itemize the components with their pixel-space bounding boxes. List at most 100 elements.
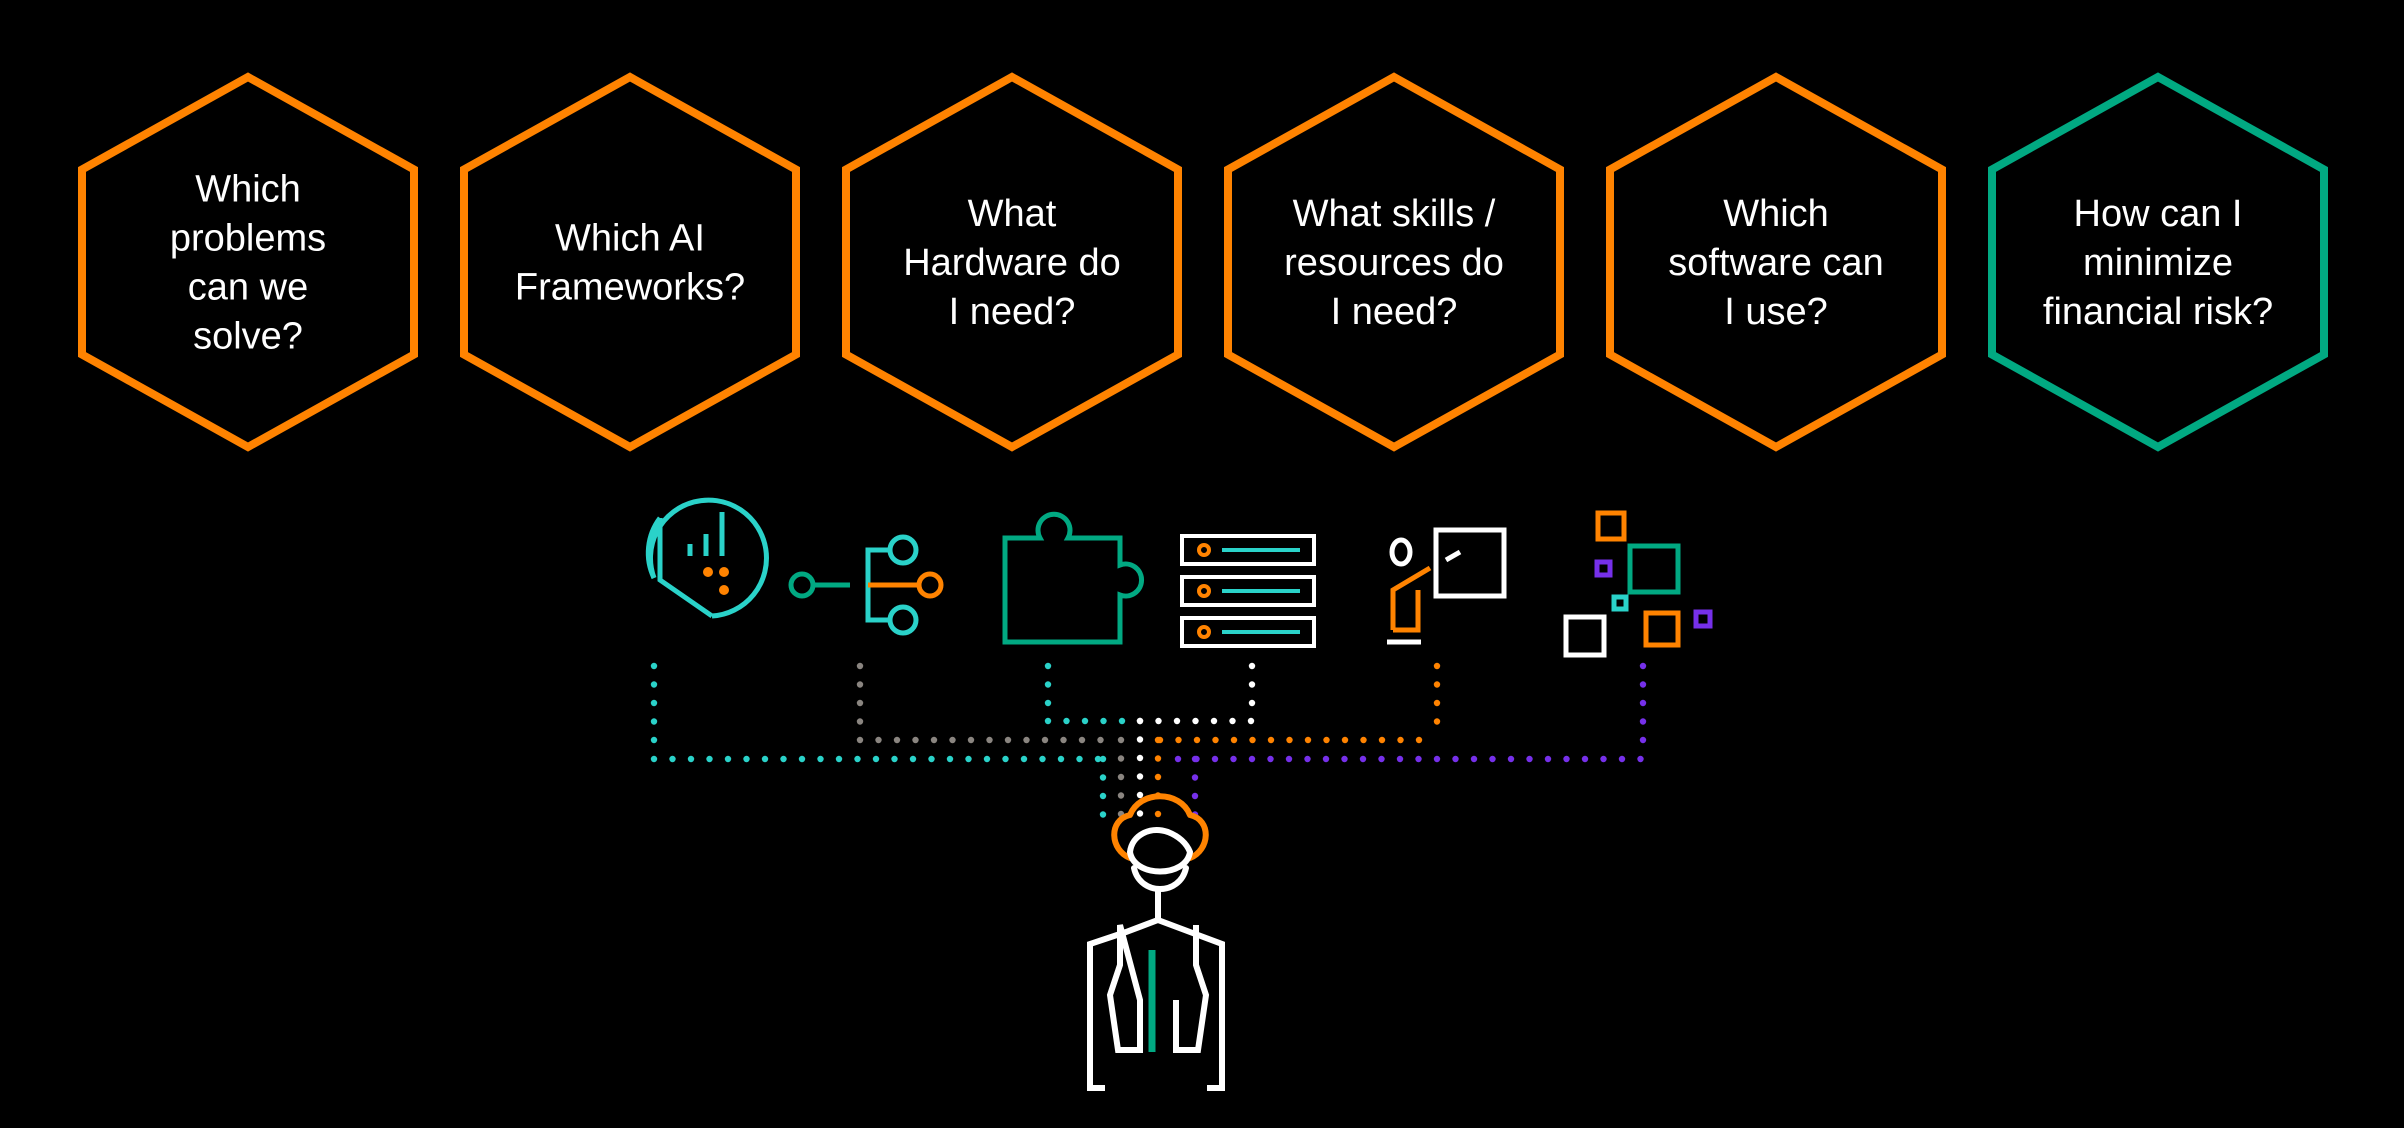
- connector-dot: [1433, 662, 1441, 670]
- connector-dot: [983, 755, 991, 763]
- connector-dot: [965, 755, 972, 763]
- connector-dot: [1023, 736, 1030, 744]
- connector-dot: [949, 736, 956, 744]
- connector-dot: [1193, 736, 1201, 744]
- question-text-line: solve?: [193, 316, 303, 358]
- connector-dot: [1097, 736, 1104, 744]
- connector-dot: [1063, 717, 1070, 725]
- question-text-line: can we: [188, 267, 308, 309]
- connector-dot: [1004, 736, 1012, 744]
- connector-dot: [856, 718, 864, 725]
- connector-dot: [1154, 773, 1162, 781]
- connector-dot: [1192, 717, 1199, 725]
- connector-dot: [1117, 792, 1125, 799]
- connector-dot: [743, 755, 750, 763]
- connector-dot: [1117, 755, 1125, 762]
- connector-dot: [986, 736, 993, 744]
- connector-dot: [1304, 736, 1312, 744]
- connector-dot: [875, 736, 882, 744]
- connector-dot: [1526, 755, 1533, 763]
- connector-dot: [1248, 662, 1256, 670]
- connector-dot: [817, 755, 824, 763]
- connector-dot: [1039, 755, 1046, 763]
- connector-dot: [1078, 736, 1086, 744]
- question-text-line: Which: [1723, 193, 1829, 235]
- connector-dot: [780, 755, 787, 763]
- connector-dot: [1173, 717, 1181, 725]
- connector-dot: [1191, 792, 1199, 800]
- connector-dot: [1639, 662, 1647, 670]
- connector-dot: [650, 718, 658, 725]
- connector-dot: [1285, 755, 1293, 763]
- pie-chart-icon: [645, 497, 769, 619]
- connector-dot: [930, 736, 938, 744]
- connector-dot: [1359, 755, 1367, 763]
- connector-dot: [724, 755, 732, 763]
- connector-dot: [1136, 754, 1144, 762]
- connector-dot: [1136, 773, 1144, 780]
- question-text-line: Hardware do: [903, 242, 1121, 284]
- connector-dot: [1452, 755, 1459, 763]
- question-text-line: Which: [195, 169, 301, 211]
- connector-dot: [1618, 755, 1626, 763]
- question-text-line: I need?: [1331, 291, 1458, 333]
- connector-dot: [1229, 717, 1236, 725]
- connector-dot: [1248, 755, 1256, 763]
- connector-dot: [1154, 755, 1162, 762]
- person-icon: [1087, 793, 1225, 1091]
- connector-dot: [928, 755, 935, 763]
- connector-dot: [1378, 736, 1386, 744]
- question-text-line: What: [968, 193, 1057, 235]
- connector-dot: [669, 755, 676, 763]
- connector-dot: [1489, 755, 1496, 763]
- connector-dot: [1639, 681, 1647, 688]
- puzzle-piece-icon: [1002, 511, 1144, 645]
- question-text-line: Frameworks?: [515, 267, 745, 309]
- hexagon-outline: [1224, 72, 1564, 452]
- connector-dot: [1175, 736, 1182, 744]
- connector-dot: [1191, 755, 1199, 763]
- connector-dot: [1341, 736, 1349, 744]
- hexagon-outline: [460, 72, 800, 452]
- connector-dot: [1044, 717, 1052, 725]
- connector-dot: [650, 699, 658, 707]
- question-text-line: How can I: [2074, 193, 2243, 235]
- presenter-icon: [1387, 527, 1507, 645]
- connector-dot: [650, 662, 658, 670]
- question-text-line: problems: [170, 218, 326, 260]
- connector-dot: [798, 755, 806, 763]
- connector-dot: [967, 736, 975, 744]
- hexagon-outline: [1988, 72, 2328, 452]
- dotted-connectors: [650, 662, 1647, 818]
- connector-dot: [1433, 699, 1441, 707]
- connector-dot: [650, 736, 658, 744]
- connector-dot: [1286, 736, 1293, 744]
- connector-dot: [1154, 810, 1162, 818]
- connector-dot: [835, 755, 843, 763]
- connector-dot: [1396, 755, 1404, 763]
- connector-dot: [1249, 736, 1256, 744]
- connector-dot: [893, 736, 901, 744]
- connector-dot: [1248, 681, 1256, 688]
- connector-dot: [872, 755, 880, 763]
- connector-dot: [854, 755, 861, 763]
- connector-dot: [1544, 755, 1552, 763]
- connector-dot: [1117, 736, 1125, 744]
- question-text-line: resources do: [1284, 242, 1504, 284]
- connector-dot: [1044, 681, 1052, 688]
- connector-dot: [1247, 717, 1255, 725]
- connector-dot: [856, 699, 864, 707]
- connector-dot: [1581, 755, 1589, 763]
- question-text-line: I need?: [949, 291, 1076, 333]
- connector-dot: [1322, 755, 1330, 763]
- connector-dot: [1637, 755, 1644, 763]
- flow-nodes-icon: [788, 534, 944, 636]
- connector-dot: [1507, 755, 1515, 763]
- connector-dot: [1076, 755, 1083, 763]
- server-rack-icon: [1180, 534, 1316, 648]
